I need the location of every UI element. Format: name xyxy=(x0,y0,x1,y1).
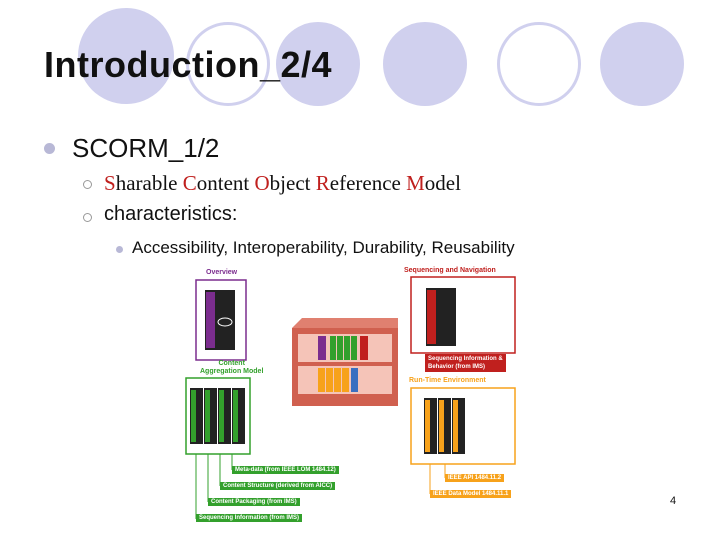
page-number: 4 xyxy=(670,495,677,507)
decor-circle-3 xyxy=(276,22,360,106)
metadata-label: Meta-data (from IEEE LOM 1484.12) xyxy=(232,466,339,474)
overview-label: Overview xyxy=(206,269,238,276)
bullet-level2-icon xyxy=(83,180,92,189)
red-binder-icon xyxy=(426,288,456,346)
sequencing-info-label: Sequencing Information & Behavior (from … xyxy=(425,354,506,372)
content-aggregation-label: Content Aggregation Model xyxy=(200,360,264,375)
bullet-level2b-icon xyxy=(83,213,92,222)
characteristics-list-text: Accessibility, Interoperability, Durabil… xyxy=(132,238,515,257)
acronym-letter-o: O xyxy=(254,171,270,195)
orange-binders-icon xyxy=(424,398,465,454)
ieee-data-model-label: IEEE Data Model 1484.11.1 xyxy=(430,490,512,498)
overview-binder-icon xyxy=(205,290,235,350)
decor-circle-6 xyxy=(600,22,684,106)
decor-circle-4 xyxy=(383,22,467,106)
bookshelf-icon xyxy=(292,318,398,406)
bullet-level1-icon xyxy=(44,143,55,154)
ieee-api-label: IEEE API 1484.11.2 xyxy=(445,474,505,482)
acronym-letter-r: R xyxy=(315,171,330,195)
decor-circle-2 xyxy=(186,22,270,106)
decor-circle-5 xyxy=(497,22,581,106)
runtime-env-label: Run-Time Environment xyxy=(409,377,486,384)
acronym-letter-c: C xyxy=(182,171,197,195)
slide-title: Introduction_2/4 xyxy=(44,44,333,85)
bullet-level1-text: SCORM_1/2 xyxy=(72,133,220,163)
bullet-level3-icon xyxy=(116,246,123,253)
acronym-letter-s: S xyxy=(104,171,116,195)
sequencing-information-label: Sequencing Information (from IMS) xyxy=(196,514,302,522)
acronym-word-c: ontent xyxy=(196,171,255,195)
decor-circle-1 xyxy=(78,8,174,104)
content-packaging-label: Content Packaging (from IMS) xyxy=(208,498,300,506)
green-binders-icon xyxy=(190,388,245,444)
acronym-letter-m: M xyxy=(406,171,425,195)
content-structure-label: Content Structure (derived from AICC) xyxy=(220,482,336,490)
scorm-acronym-text: Sharable Content Object Reference Model xyxy=(104,171,461,196)
acronym-word-o: bject xyxy=(269,171,316,195)
acronym-word-r: eference xyxy=(329,171,407,195)
acronym-word-s: harable xyxy=(115,171,183,195)
acronym-word-m: odel xyxy=(424,171,461,195)
sequencing-navigation-label: Sequencing and Navigation xyxy=(404,267,496,274)
characteristics-text: characteristics: xyxy=(104,203,238,225)
